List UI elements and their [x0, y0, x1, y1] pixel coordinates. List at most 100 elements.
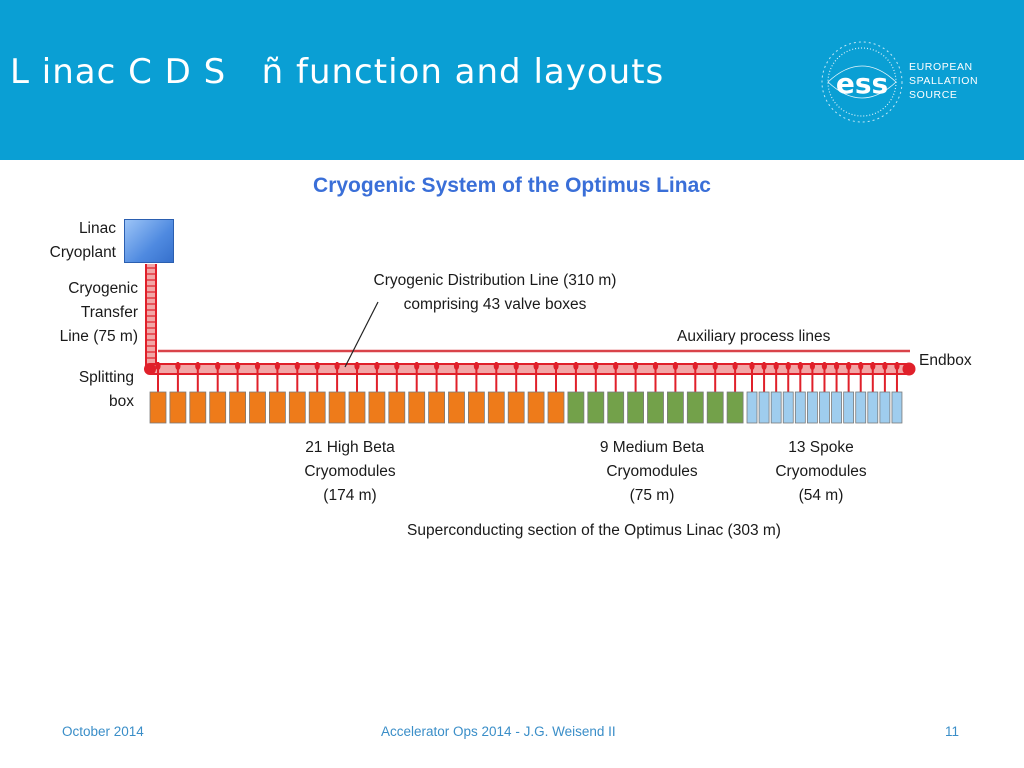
valve-box — [473, 362, 479, 370]
logo-mark: ess — [836, 67, 888, 100]
transfer-line-label: Cryogenic Transfer Line (75 m) — [30, 277, 138, 349]
cryomodule — [746, 391, 758, 424]
valve-box — [846, 362, 852, 370]
cryomodule — [229, 391, 247, 424]
endbox-label: Endbox — [919, 352, 972, 369]
valve-box — [593, 362, 599, 370]
valve-box — [493, 362, 499, 370]
cryomodule — [843, 391, 855, 424]
valve-box — [215, 362, 221, 370]
logo-line-2: SPALLATION — [909, 75, 979, 87]
cryomodule — [607, 391, 625, 424]
cryomodule — [328, 391, 346, 424]
distribution-line-label-line: Cryogenic Distribution Line (310 m) — [373, 272, 617, 289]
page-number: 11 — [945, 724, 960, 739]
cryomodule — [368, 391, 386, 424]
section-label: Superconducting section of the Optimus L… — [407, 522, 781, 539]
valve-box — [712, 362, 718, 370]
transfer-line-label-line: Line (75 m) — [59, 328, 138, 345]
logo-line-1: EUROPEAN — [909, 61, 973, 73]
valve-box — [533, 362, 539, 370]
valve-box — [785, 362, 791, 370]
valve-box — [314, 362, 320, 370]
cryomodules — [149, 391, 903, 424]
group-label-spoke: 13 Spoke Cryomodules (54 m) — [741, 436, 901, 508]
cryomodule — [587, 391, 605, 424]
valve-box — [749, 362, 755, 370]
cryomodule — [782, 391, 794, 424]
valve-box — [414, 362, 420, 370]
cryomodule — [547, 391, 565, 424]
valve-boxes — [155, 362, 900, 392]
valve-box — [195, 362, 201, 370]
distribution-line-label-line: comprising 43 valve boxes — [403, 296, 587, 313]
valve-box — [374, 362, 380, 370]
cryomodule — [686, 391, 704, 424]
distribution-line-label: Cryogenic Distribution Line (310 m) comp… — [330, 269, 660, 317]
group-label-high-beta: 21 High Beta Cryomodules (174 m) — [260, 436, 440, 508]
valve-box — [573, 362, 579, 370]
logo-wordmark: EUROPEAN SPALLATION SOURCE — [909, 60, 978, 102]
cryomodule — [807, 391, 818, 424]
cryomodule — [189, 391, 207, 424]
valve-box — [334, 362, 340, 370]
distribution-line-pipe — [150, 364, 910, 374]
group-label-medium-beta: 9 Medium Beta Cryomodules (75 m) — [562, 436, 742, 508]
cryoplant-label: Linac Cryoplant — [30, 217, 116, 265]
group-label-line: Cryomodules — [775, 463, 867, 480]
group-label-line: 13 Spoke — [788, 439, 854, 456]
cryomodule — [348, 391, 366, 424]
footer-date: October 2014 — [62, 724, 144, 739]
valve-box — [513, 362, 519, 370]
cryomodule — [288, 391, 306, 424]
transfer-line — [145, 264, 157, 368]
cryomodule — [647, 391, 664, 424]
slide-title: L inac C D S ñ function and layouts — [10, 52, 665, 92]
cryomodule — [831, 391, 842, 424]
valve-box — [553, 362, 559, 370]
valve-box — [294, 362, 300, 370]
cryomodule — [448, 391, 465, 424]
valve-box — [453, 362, 460, 370]
transfer-line-label-line: Transfer — [80, 304, 138, 321]
valve-box — [633, 362, 639, 370]
endbox-node — [902, 362, 916, 376]
valve-box — [613, 362, 619, 370]
cryomodule — [149, 391, 167, 424]
cryomodule — [209, 391, 227, 424]
valve-box — [155, 362, 161, 370]
cryomodule — [706, 391, 724, 424]
splitting-box-label-line: Splitting — [78, 369, 134, 386]
cryomodule — [726, 391, 744, 424]
group-label-line: Cryomodules — [606, 463, 698, 480]
valve-box — [254, 362, 261, 370]
cryomodule — [467, 391, 485, 424]
valve-box — [692, 362, 698, 370]
group-label-line: 21 High Beta — [305, 439, 395, 456]
valve-box — [175, 362, 181, 370]
valve-box — [652, 362, 659, 370]
group-label-line: Cryomodules — [304, 463, 396, 480]
group-label-line: (54 m) — [798, 487, 844, 504]
valve-box — [821, 362, 828, 370]
valve-box — [732, 362, 738, 370]
cryoplant-label-line: Linac — [78, 220, 116, 237]
title-bar: L inac C D S ñ function and layouts ess … — [0, 0, 1024, 160]
valve-box — [809, 362, 816, 370]
ess-logo-icon: ess — [821, 41, 903, 123]
footer-center: Accelerator Ops 2014 - J.G. Weisend II — [381, 724, 616, 739]
valve-box — [870, 362, 876, 370]
valve-box — [434, 362, 440, 370]
valve-box — [833, 362, 840, 370]
cryomodule — [527, 391, 545, 424]
valve-box — [882, 362, 888, 370]
cryomodule — [879, 391, 891, 424]
valve-box — [672, 362, 679, 370]
group-label-line: 9 Medium Beta — [599, 439, 705, 456]
cryomodule — [891, 391, 903, 424]
cryomodule — [855, 391, 867, 424]
cryomodule — [308, 391, 326, 424]
cryomodule — [819, 391, 830, 424]
cryomodule — [770, 391, 782, 424]
